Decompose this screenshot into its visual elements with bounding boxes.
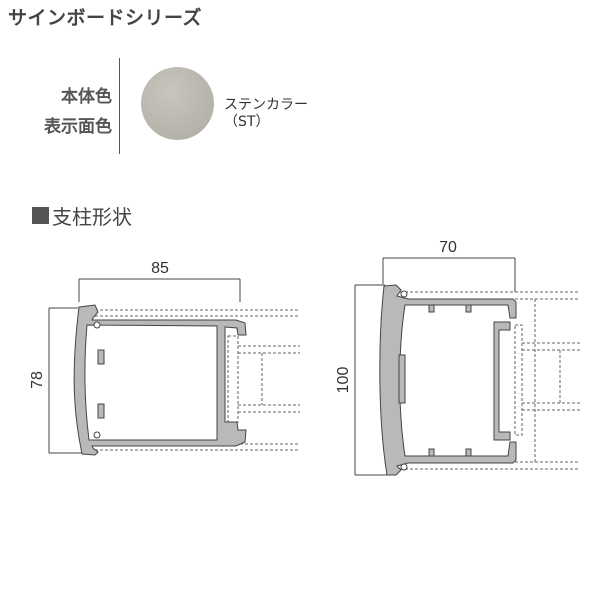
divider-line — [119, 58, 120, 154]
profile-85x78-height-label: 78 — [29, 371, 46, 389]
profile-body — [73, 304, 247, 456]
profile-70x100-drawing — [354, 257, 580, 476]
profile-85x78-width-label: 85 — [151, 260, 169, 277]
color-swatch — [141, 67, 214, 140]
section-title-text: 支柱形状 — [52, 205, 132, 229]
panel-dashed-lines-2 — [400, 291, 580, 470]
profile-body-2 — [379, 284, 517, 476]
profile-teeth — [398, 304, 472, 457]
filled-square-icon — [32, 207, 49, 224]
page-title: サインボードシリーズ — [8, 7, 203, 29]
profile-70x100-width-label: 70 — [439, 239, 457, 256]
profile-channel — [493, 321, 511, 441]
color-code: （ST） — [224, 114, 270, 130]
color-label-block: 本体色 表示面色 — [40, 82, 112, 142]
display-color-label: 表示面色 — [44, 117, 112, 137]
color-name: ステンカラー — [224, 97, 308, 113]
panel-dashed-lines — [95, 309, 300, 451]
profile-70x100-height-label: 100 — [335, 367, 352, 394]
body-color-label: 本体色 — [61, 87, 112, 107]
profile-85x78-drawing — [48, 278, 300, 456]
section-title: 支柱形状 — [32, 201, 132, 230]
color-name-block: ステンカラー （ST） — [224, 97, 308, 131]
